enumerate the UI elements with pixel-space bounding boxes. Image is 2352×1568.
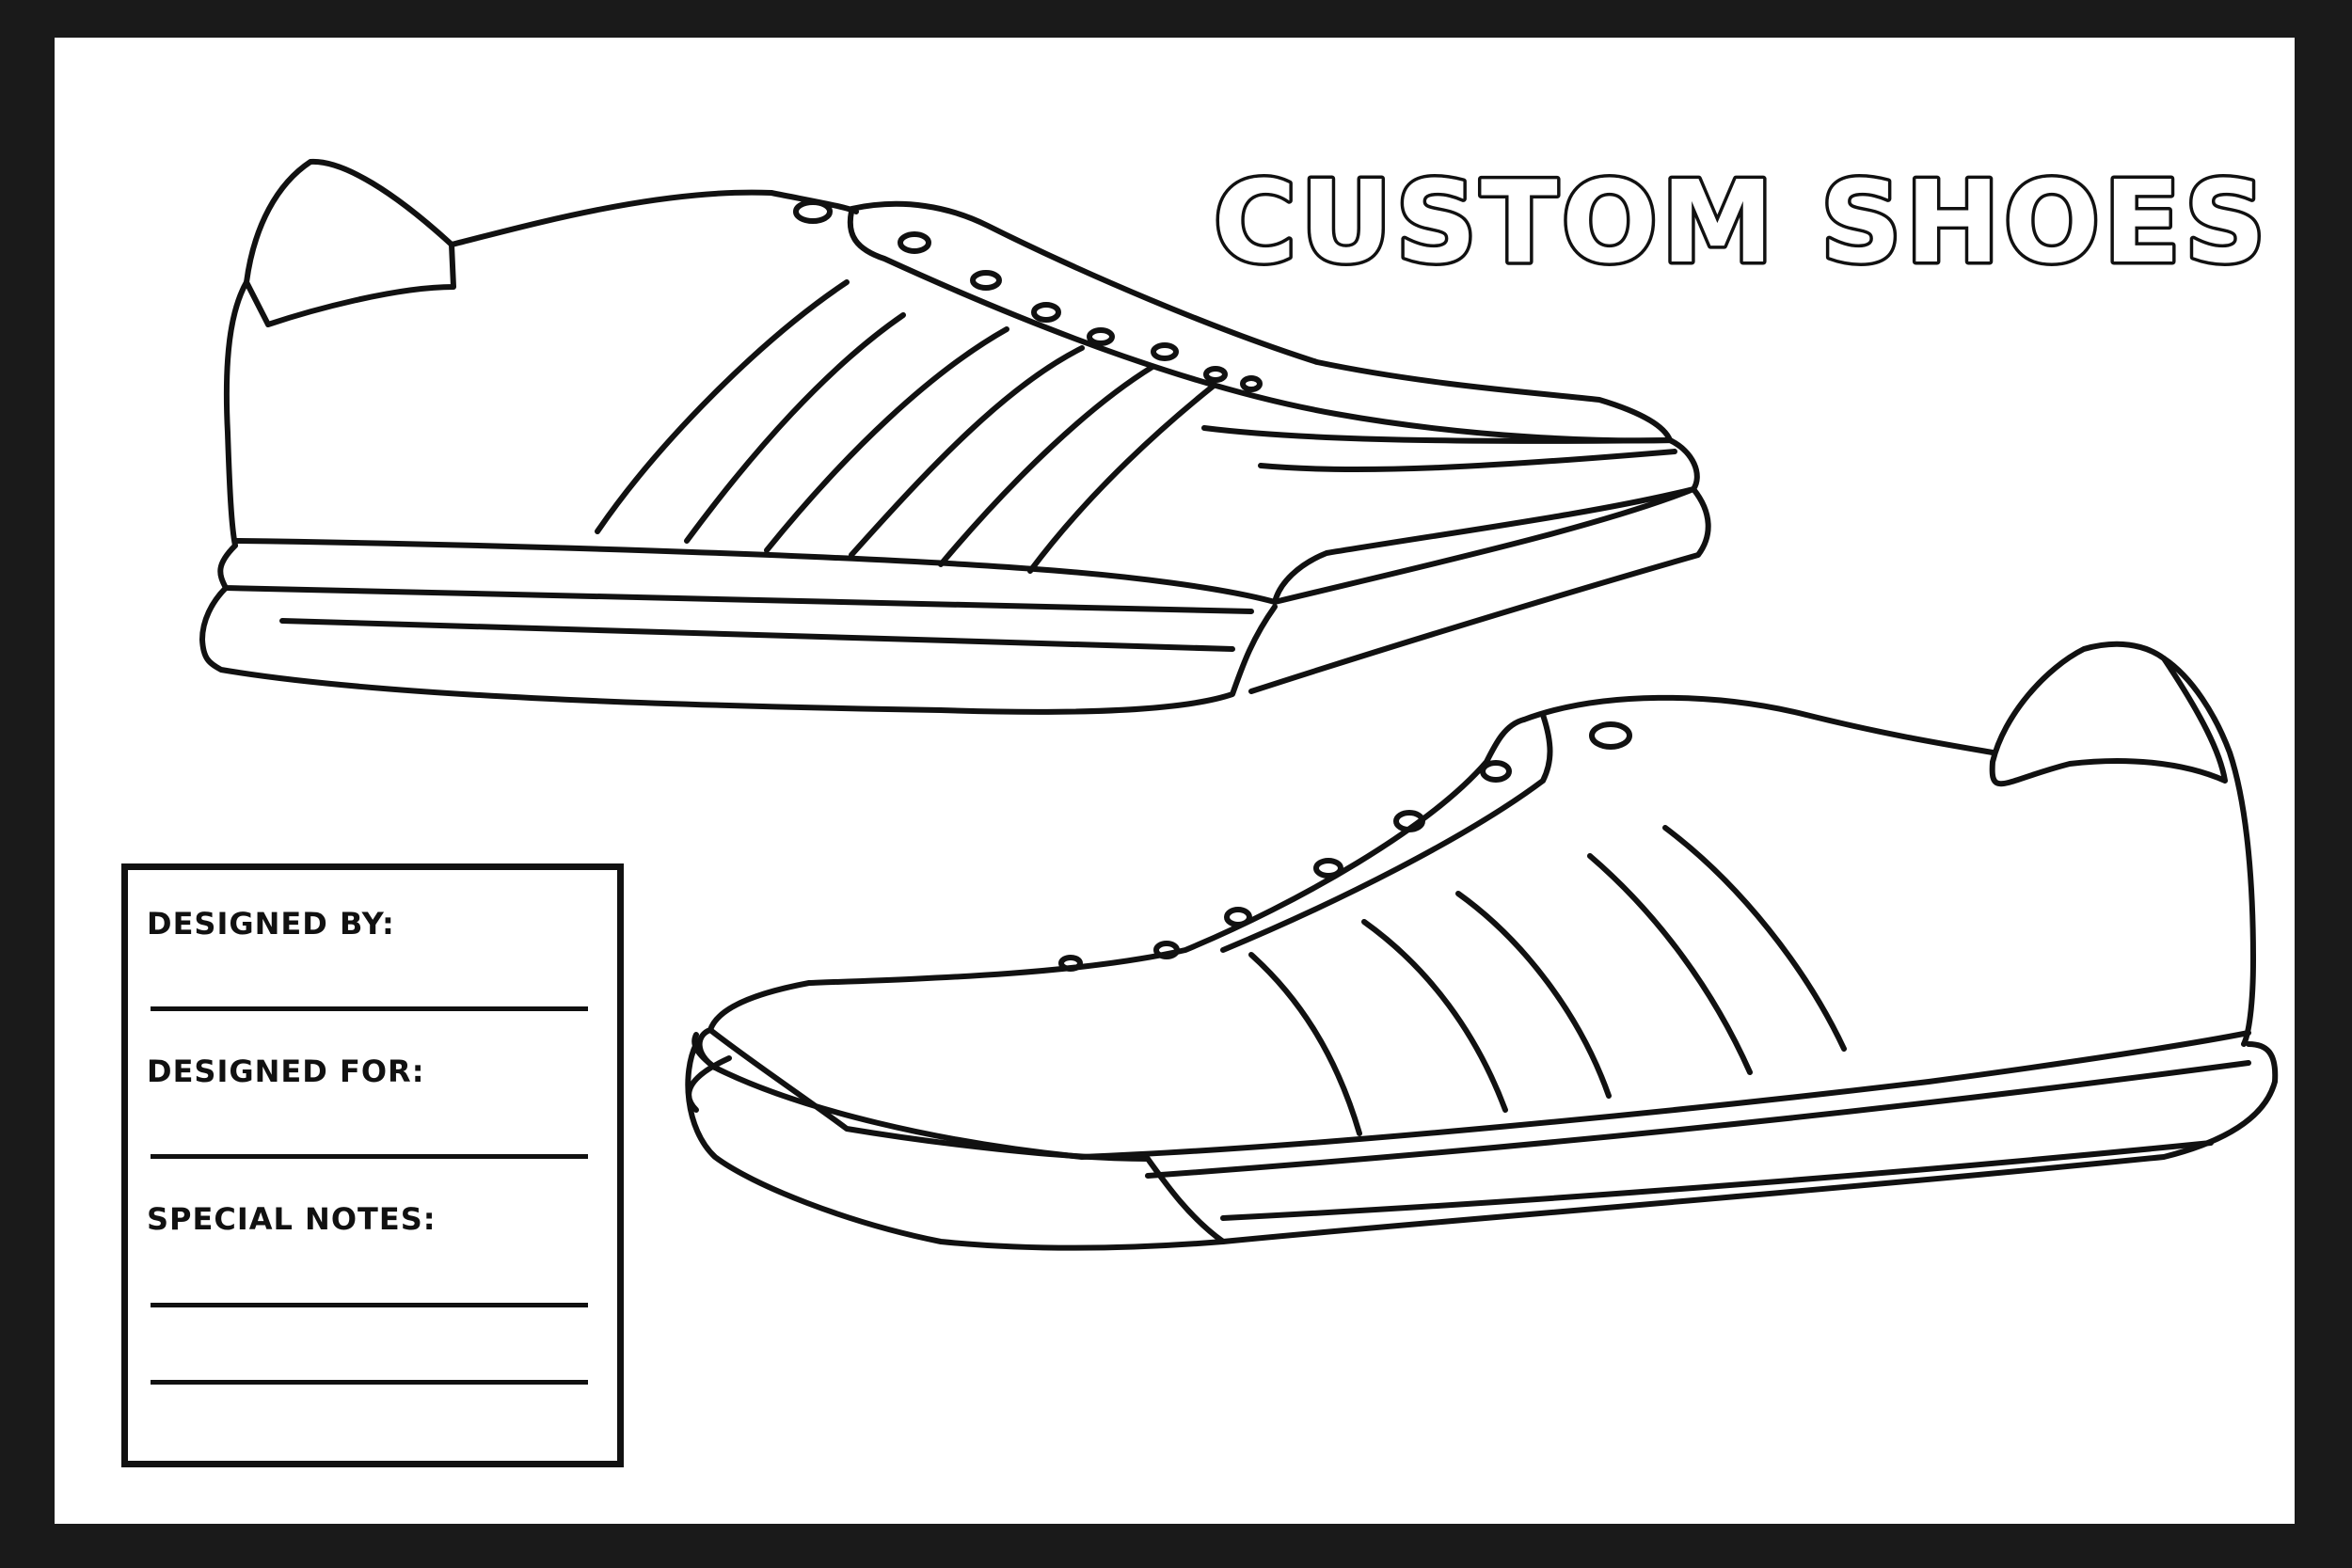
designed-by-line[interactable] [151, 1006, 588, 1011]
bottom-shoe-drawing [685, 641, 2279, 1251]
special-notes-label: SPECIAL NOTES: [147, 1201, 437, 1237]
title-text: CUSTOM SHOES [1214, 158, 2269, 289]
special-notes-line-2[interactable] [151, 1380, 588, 1385]
design-info-box: DESIGNED BY: DESIGNED FOR: SPECIAL NOTES… [121, 863, 624, 1467]
designed-by-label: DESIGNED BY: [147, 906, 395, 942]
top-shoe-drawing [199, 158, 1711, 715]
designed-for-label: DESIGNED FOR: [147, 1053, 425, 1089]
special-notes-line-1[interactable] [151, 1303, 588, 1307]
designed-for-line[interactable] [151, 1154, 588, 1159]
